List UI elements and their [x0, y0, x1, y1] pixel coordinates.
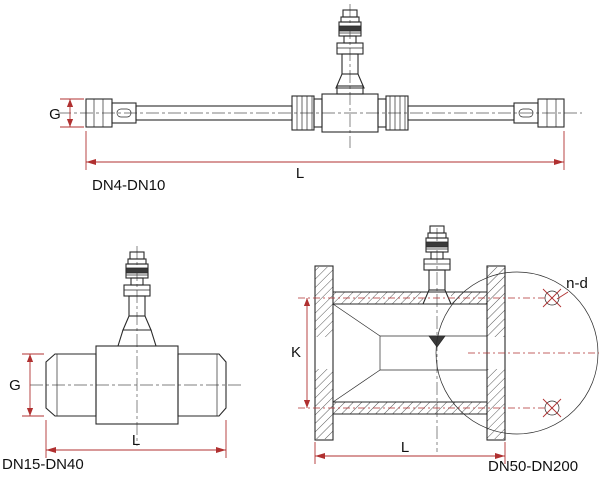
- dimension-l: L: [314, 439, 506, 464]
- dim-label-g: G: [9, 377, 21, 394]
- meter-body-section: [314, 265, 506, 441]
- meter-body: [45, 345, 227, 425]
- caption-dn4-dn10: DN4-DN10: [92, 177, 165, 194]
- dim-label-g: G: [49, 106, 61, 123]
- dim-label-k: K: [291, 344, 301, 361]
- dimension-g: G: [49, 98, 84, 128]
- dim-label-l: L: [296, 165, 304, 182]
- dim-label-l: L: [401, 439, 409, 456]
- dimension-l: L: [85, 131, 565, 182]
- bolt-hole-cross-marks: [542, 288, 562, 418]
- bolt-hole-leader-line: [556, 291, 569, 300]
- dim-label-l: L: [132, 432, 140, 449]
- dim-label-n-d: n-d: [566, 275, 588, 292]
- caption-dn15-dn40: DN15-DN40: [2, 456, 84, 473]
- drawing-dn15-dn40: G L DN15-DN40: [2, 246, 244, 473]
- meter-body: [85, 93, 565, 133]
- flange-end-view: n-d: [435, 271, 599, 435]
- dimension-g: G: [9, 353, 44, 417]
- drawing-dn50-dn200: n-d K L DN50-DN200: [291, 225, 599, 475]
- dimension-k: K: [291, 297, 545, 409]
- dimension-l: L: [45, 420, 227, 458]
- caption-dn50-dn200: DN50-DN200: [488, 458, 578, 475]
- drawing-dn4-dn10: G L DN4-DN10: [49, 4, 582, 194]
- center-lines: [58, 4, 582, 148]
